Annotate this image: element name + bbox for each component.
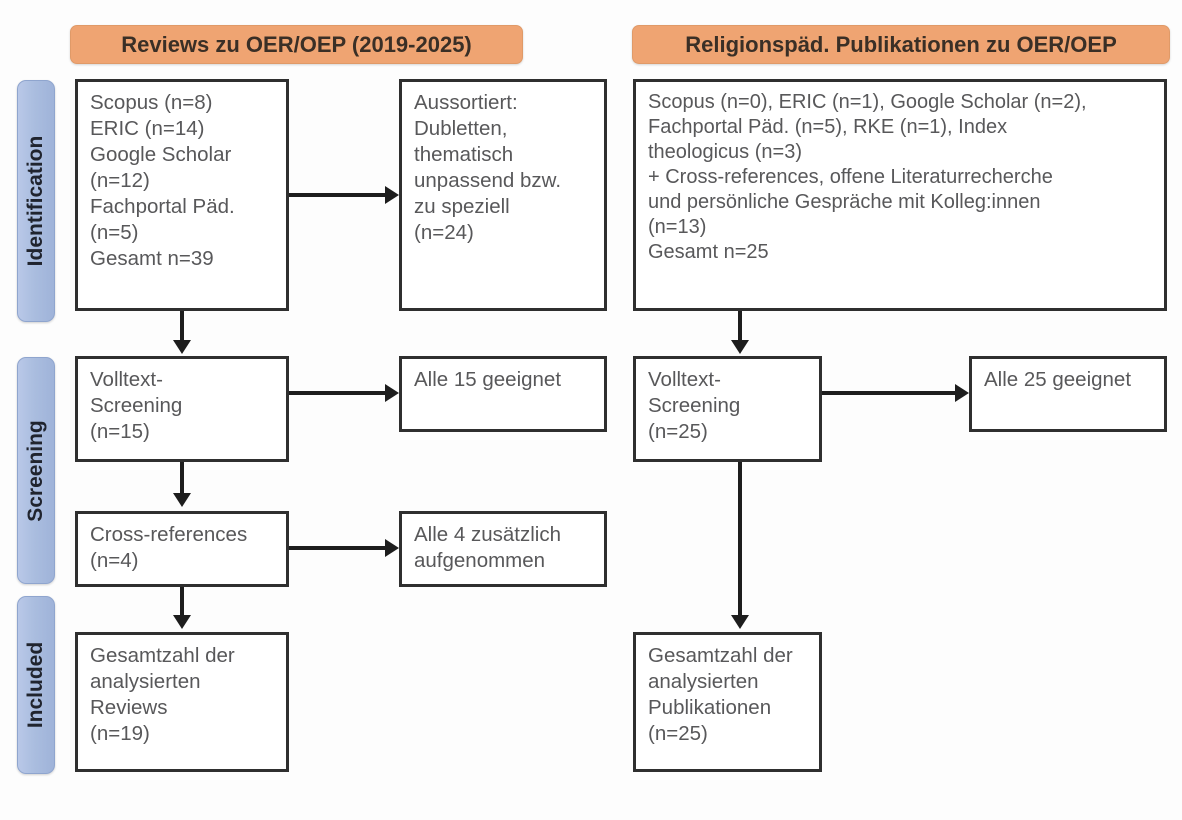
- stage-label-screening: Screening: [24, 419, 47, 522]
- connector-right-sources-to-screening: [738, 311, 742, 342]
- box-left-screening: Volltext- Screening (n=15): [75, 356, 289, 462]
- connector-left-sources-to-excluded: [289, 193, 385, 197]
- connector-left-crossrefs-to-result: [289, 546, 385, 550]
- column-header-reviews: Reviews zu OER/OEP (2019-2025): [70, 25, 523, 64]
- arrowhead-right-screening-to-result: [955, 384, 969, 402]
- box-right-included: Gesamtzahl der analysierten Publikatione…: [633, 632, 822, 772]
- arrowhead-right-screening-to-included: [731, 615, 749, 629]
- arrowhead-left-sources-to-screening: [173, 340, 191, 354]
- stage-bar-included: Included: [17, 596, 55, 774]
- box-right-screening-result: Alle 25 geeignet: [969, 356, 1167, 432]
- box-left-included: Gesamtzahl der analysierten Reviews (n=1…: [75, 632, 289, 772]
- box-right-screening-text: Volltext- Screening (n=25): [648, 368, 741, 443]
- connector-left-crossrefs-to-included: [180, 587, 184, 617]
- box-left-included-text: Gesamtzahl der analysierten Reviews (n=1…: [90, 644, 235, 745]
- box-right-included-text: Gesamtzahl der analysierten Publikatione…: [648, 644, 793, 745]
- box-right-sources-text: Scopus (n=0), ERIC (n=1), Google Scholar…: [648, 91, 1087, 263]
- column-header-religionspaed: Religionspäd. Publikationen zu OER/OEP: [632, 25, 1170, 64]
- box-right-screening-result-text: Alle 25 geeignet: [984, 368, 1132, 391]
- box-right-sources: Scopus (n=0), ERIC (n=1), Google Scholar…: [633, 79, 1167, 311]
- arrowhead-left-screening-to-crossrefs: [173, 493, 191, 507]
- box-left-crossrefs: Cross-references (n=4): [75, 511, 289, 587]
- stage-label-included: Included: [24, 641, 47, 729]
- box-left-crossrefs-text: Cross-references (n=4): [90, 523, 248, 572]
- arrowhead-left-crossrefs-to-included: [173, 615, 191, 629]
- connector-left-sources-to-screening: [180, 311, 184, 342]
- stage-bar-screening: Screening: [17, 357, 55, 584]
- box-left-sources-text: Scopus (n=8) ERIC (n=14) Google Scholar …: [90, 91, 235, 270]
- box-left-screening-result-text: Alle 15 geeignet: [414, 368, 562, 391]
- arrowhead-right-sources-to-screening: [731, 340, 749, 354]
- box-left-sources: Scopus (n=8) ERIC (n=14) Google Scholar …: [75, 79, 289, 311]
- arrowhead-left-screening-to-result: [385, 384, 399, 402]
- connector-right-screening-to-included: [738, 462, 742, 617]
- box-right-screening: Volltext- Screening (n=25): [633, 356, 822, 462]
- box-left-excluded-text: Aussortiert: Dubletten, thematisch unpas…: [414, 91, 562, 244]
- stage-label-identification: Identification: [24, 135, 47, 267]
- connector-left-screening-to-result: [289, 391, 385, 395]
- stage-bar-identification: Identification: [17, 80, 55, 322]
- box-left-crossrefs-result-text: Alle 4 zusätzlich aufgenommen: [414, 523, 561, 572]
- box-left-crossrefs-result: Alle 4 zusätzlich aufgenommen: [399, 511, 607, 587]
- connector-right-screening-to-result: [822, 391, 955, 395]
- connector-left-screening-to-crossrefs: [180, 462, 184, 495]
- box-left-screening-text: Volltext- Screening (n=15): [90, 368, 183, 443]
- column-header-religionspaed-label: Religionspäd. Publikationen zu OER/OEP: [685, 31, 1117, 57]
- arrowhead-left-sources-to-excluded: [385, 186, 399, 204]
- box-left-excluded: Aussortiert: Dubletten, thematisch unpas…: [399, 79, 607, 311]
- column-header-reviews-label: Reviews zu OER/OEP (2019-2025): [121, 31, 472, 57]
- box-left-screening-result: Alle 15 geeignet: [399, 356, 607, 432]
- arrowhead-left-crossrefs-to-result: [385, 539, 399, 557]
